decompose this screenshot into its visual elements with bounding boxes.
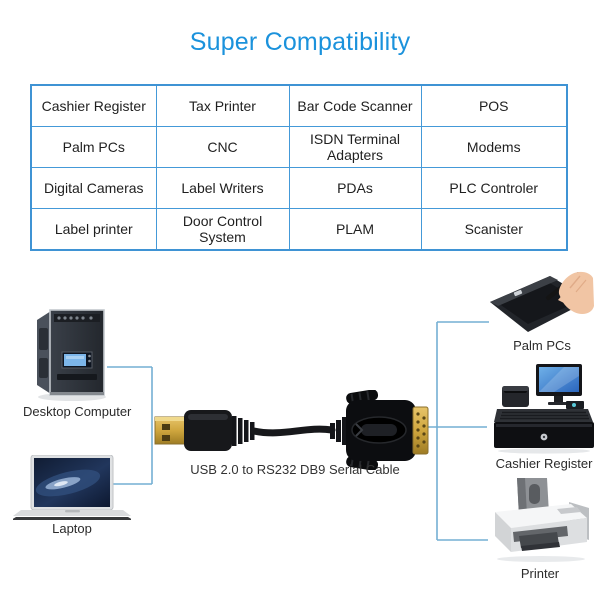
desktop-computer-label: Desktop Computer [23, 404, 132, 419]
compat-cell: CNC [155, 126, 290, 168]
cashier-register-label: Cashier Register [495, 456, 593, 471]
table-row: Palm PCs CNC ISDN Terminal Adapters Mode… [30, 126, 568, 168]
compat-cell: Digital Cameras [30, 167, 157, 209]
compat-cell: Door Control System [155, 208, 290, 251]
laptop-label: Laptop [52, 521, 92, 536]
desktop-computer-image: Desktop Computer [23, 306, 131, 419]
usb-to-db9-cable-icon [154, 389, 429, 471]
compat-cell: Label Writers [155, 167, 290, 209]
printer-label: Printer [520, 566, 560, 581]
compat-cell: Scanister [420, 208, 568, 251]
cable-image [148, 389, 435, 471]
pos-register-icon [494, 364, 594, 454]
laptop-image: Laptop [11, 454, 133, 536]
desktop-tower-icon [37, 309, 106, 401]
compat-cell: POS [420, 84, 568, 127]
page-title: Super Compatibility [189, 28, 411, 56]
palm-pcs-label: Palm PCs [513, 338, 571, 353]
compat-cell: PLAM [288, 208, 422, 251]
hand-with-stylus [546, 271, 594, 314]
cable-label: USB 2.0 to RS232 DB9 Serial Cable [190, 462, 400, 477]
compat-cell: ISDN Terminal Adapters [288, 126, 422, 168]
graphics-tablet-with-stylus-icon [490, 271, 594, 332]
palm-pc-image: Palm PCs [486, 266, 596, 353]
laptop-icon [11, 454, 133, 520]
compat-cell: Label printer [30, 208, 157, 251]
compat-cell: Modems [420, 126, 568, 168]
compat-cell: PDAs [288, 167, 422, 209]
compat-cell: Bar Code Scanner [288, 84, 422, 127]
printer-image: Printer [487, 476, 595, 581]
table-row: Digital Cameras Label Writers PDAs PLC C… [30, 167, 568, 209]
compat-cell: PLC Controler [420, 167, 568, 209]
inkjet-printer-icon [495, 478, 589, 562]
compatibility-table: Cashier Register Tax Printer Bar Code Sc… [30, 84, 568, 251]
table-row: Label printer Door Control System PLAM S… [30, 208, 568, 251]
cashier-register-image: Cashier Register [494, 364, 596, 471]
